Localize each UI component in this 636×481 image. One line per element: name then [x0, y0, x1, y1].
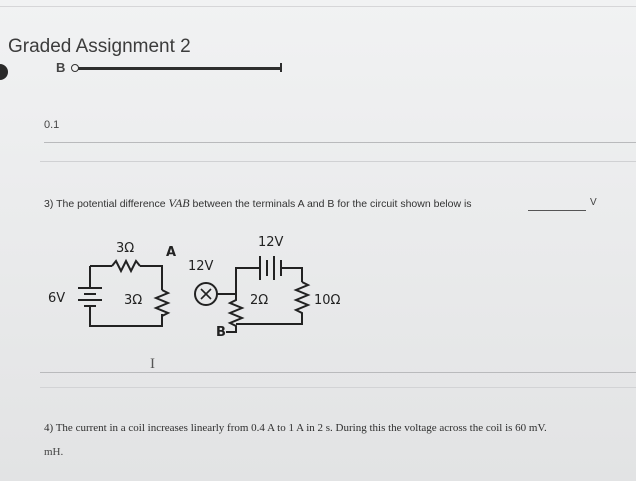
- progress-label: B: [56, 60, 66, 75]
- label-battery-left: 6V: [48, 291, 65, 306]
- section-marker-dot: [0, 64, 8, 80]
- question-3-text: 3) The potential difference VAB between …: [44, 196, 472, 211]
- answer-unit: V: [590, 197, 597, 208]
- progress-handle[interactable]: [71, 64, 79, 72]
- progress-bar: [74, 67, 282, 70]
- question-4-continuation: mH.: [44, 446, 64, 458]
- section-divider-2: [40, 387, 636, 388]
- progress-bar-end: [280, 63, 282, 72]
- label-source-middle: 12V: [188, 259, 214, 274]
- text-cursor-icon: I: [150, 356, 155, 372]
- question-3-prefix: 3) The potential difference: [44, 198, 169, 210]
- label-left-top-resistor: 3Ω: [116, 241, 134, 256]
- label-terminal-a: A: [166, 245, 176, 260]
- section-divider: [40, 161, 636, 162]
- label-resistor-right-inner: 2Ω: [250, 293, 268, 308]
- label-terminal-b: B: [216, 325, 226, 340]
- label-middle-resistor: 3Ω: [124, 293, 142, 308]
- question-4-text: 4) The current in a coil increases linea…: [44, 422, 547, 434]
- vab-symbol: VAB: [168, 196, 190, 210]
- question-number: 0.1: [44, 119, 60, 131]
- answer-line-q3: [40, 372, 636, 373]
- page-title: Graded Assignment 2: [8, 36, 191, 57]
- label-battery-top: 12V: [258, 235, 284, 250]
- answer-line: [44, 142, 636, 143]
- circuit-diagram: 3Ω A 6V 3Ω 12V 12V 2Ω 10Ω B: [48, 235, 340, 340]
- answer-blank-input[interactable]: [528, 198, 586, 211]
- top-divider: [0, 6, 636, 7]
- label-resistor-right-outer: 10Ω: [314, 293, 340, 308]
- question-3-suffix: between the terminals A and B for the ci…: [189, 198, 472, 210]
